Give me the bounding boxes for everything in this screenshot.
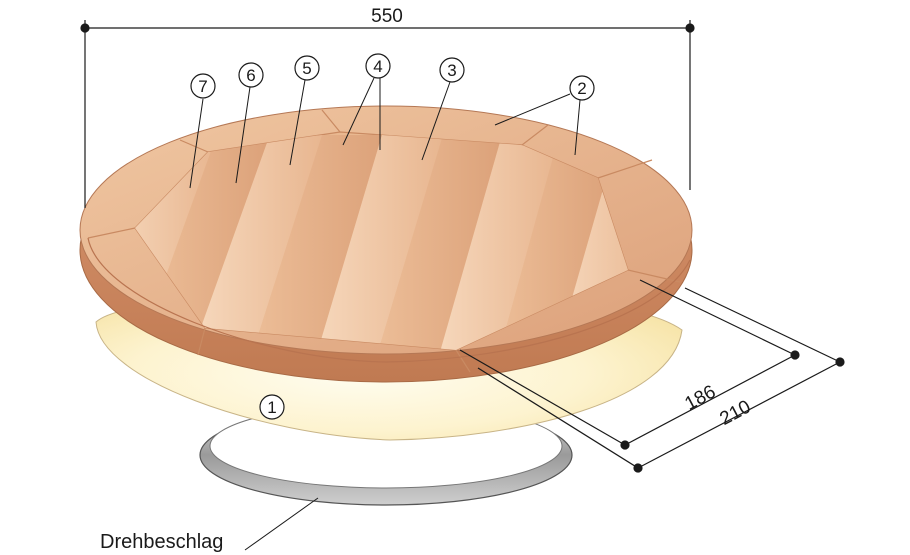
callout-2-label: 2 <box>577 79 586 98</box>
callout-6: 6 <box>235 62 264 184</box>
callout-4-label: 4 <box>373 57 382 76</box>
hardware-label-group: Drehbeschlag <box>100 497 319 553</box>
callout-5: 5 <box>289 55 320 166</box>
callout-1-label: 1 <box>267 398 276 417</box>
dimension-186-label: 186 <box>681 381 719 414</box>
callout-3: 3 <box>421 57 465 161</box>
callout-1: 1 <box>259 394 285 420</box>
callout-7: 7 <box>189 73 216 189</box>
callout-7-label: 7 <box>198 77 207 96</box>
dimension-210-label: 210 <box>716 396 754 429</box>
frame-seams <box>87 109 681 373</box>
hardware-label: Drehbeschlag <box>100 531 223 553</box>
dimension-depth <box>459 279 845 473</box>
top-disc <box>79 105 693 383</box>
dimension-550 <box>80 20 695 208</box>
callout-2: 2 <box>494 75 595 156</box>
callout-3-label: 3 <box>447 61 456 80</box>
dimension-550-label: 550 <box>371 6 403 27</box>
callout-4: 4 <box>342 53 391 150</box>
callout-6-label: 6 <box>246 66 255 85</box>
callout-5-label: 5 <box>302 59 311 78</box>
